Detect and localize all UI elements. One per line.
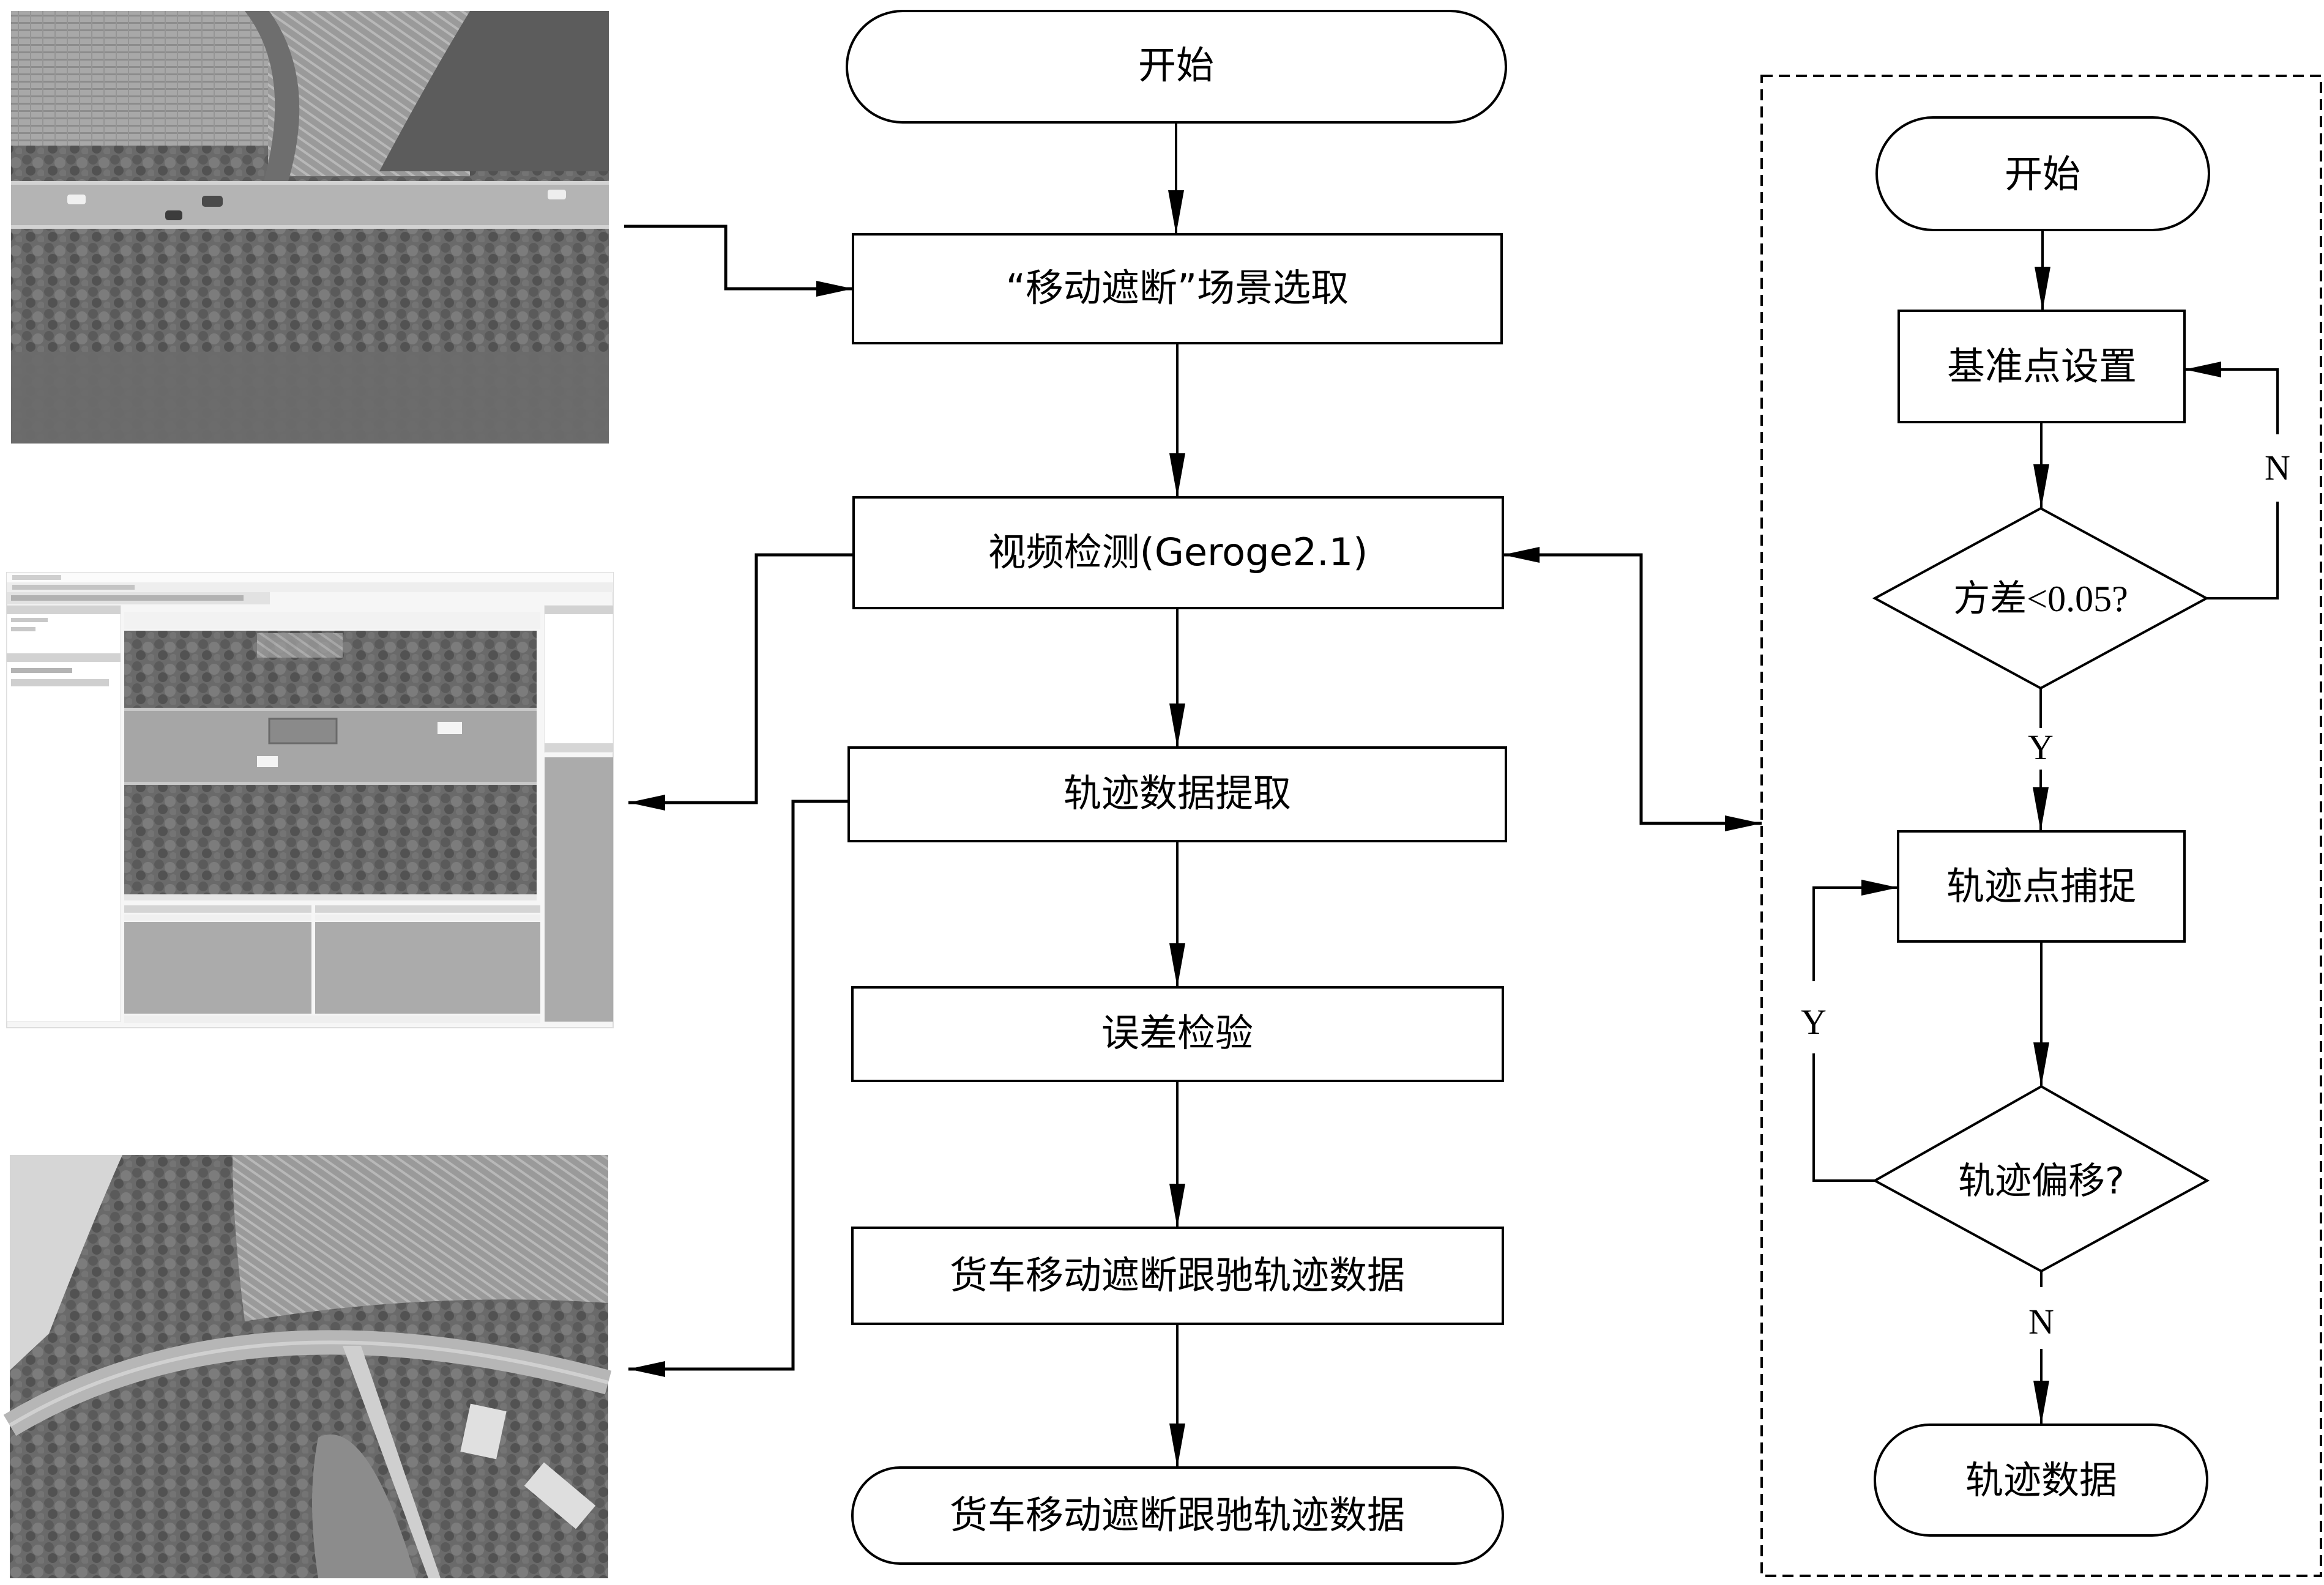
main-step-label: 视频检测(Geroge2.1) (988, 530, 1368, 574)
sub-start-terminal: 开始 (1875, 116, 2210, 231)
sub-end-label: 轨迹数据 (1965, 1458, 2117, 1502)
sub-step-point-capture: 轨迹点捕捉 (1897, 830, 2186, 943)
main-step-truck-data: 货车移动遮断跟驰轨迹数据 (851, 1227, 1504, 1325)
label-variance-yes: Y (2028, 727, 2054, 767)
arrow-photo1-to-scene (624, 225, 853, 297)
main-step-trajectory-extraction: 轨迹数据提取 (847, 746, 1507, 842)
subflow-dashed-container (1760, 75, 2322, 1577)
screenshot-right-panel (544, 605, 614, 1022)
main-step-scene-selection: “移动遮断”场景选取 (852, 233, 1503, 344)
label-variance-no: N (2265, 448, 2290, 488)
sub-start-label: 开始 (2005, 152, 2080, 196)
sub-end-terminal: 轨迹数据 (1874, 1424, 2208, 1537)
main-start-terminal: 开始 (846, 10, 1507, 124)
sub-step-label: 轨迹点捕捉 (1946, 864, 2136, 908)
aerial-photo-straight-road (11, 11, 609, 444)
sub-decision-offset: 轨迹偏移? (1872, 1085, 2210, 1273)
sub-decision-label: 轨迹偏移? (1958, 1160, 2125, 1203)
main-step-label: 轨迹数据提取 (1063, 771, 1291, 815)
video-detection-software-screenshot (6, 572, 614, 1028)
sub-step-reference-point: 基准点设置 (1898, 310, 2186, 423)
arrow-bidirectional-video-subflow (1503, 547, 1762, 831)
label-offset-yes: Y (1801, 1002, 1827, 1042)
main-start-label: 开始 (1138, 43, 1214, 87)
label-offset-no: N (2028, 1302, 2054, 1342)
arrow-video-to-screenshot (628, 553, 854, 811)
main-step-label: 货车移动遮断跟驰轨迹数据 (950, 1253, 1405, 1297)
sub-step-label: 基准点设置 (1947, 344, 2137, 388)
screenshot-video-view (124, 612, 540, 900)
main-step-error-check: 误差检验 (851, 986, 1504, 1082)
main-step-label: 误差检验 (1101, 1011, 1253, 1055)
sub-decision-variance: 方差<0.05? (1872, 507, 2210, 690)
aerial-photo-curved-road (3, 1155, 612, 1578)
screenshot-menu-bar (7, 582, 613, 592)
main-end-label: 货车移动遮断跟驰轨迹数据 (950, 1493, 1405, 1537)
arrow-variance-no-loop-top (2184, 362, 2279, 434)
screenshot-title-bar (7, 573, 613, 582)
screenshot-left-panel (6, 605, 121, 1022)
main-end-terminal: 货车移动遮断跟驰轨迹数据 (851, 1466, 1504, 1565)
main-step-video-detection: 视频检测(Geroge2.1) (852, 496, 1504, 609)
screenshot-toolbar (7, 592, 270, 604)
arrow-extraction-to-photo3 (628, 800, 849, 1377)
arrow-offset-yes-loop-top (1812, 880, 1898, 981)
sub-decision-label: 方差<0.05? (1953, 579, 2128, 619)
main-step-label: “移动遮断”场景选取 (1006, 265, 1349, 310)
screenshot-bottom-panels (124, 905, 540, 1023)
arrow-offset-yes-loop-bottom (1812, 1053, 1875, 1182)
arrow-variance-no-loop (2207, 502, 2279, 599)
